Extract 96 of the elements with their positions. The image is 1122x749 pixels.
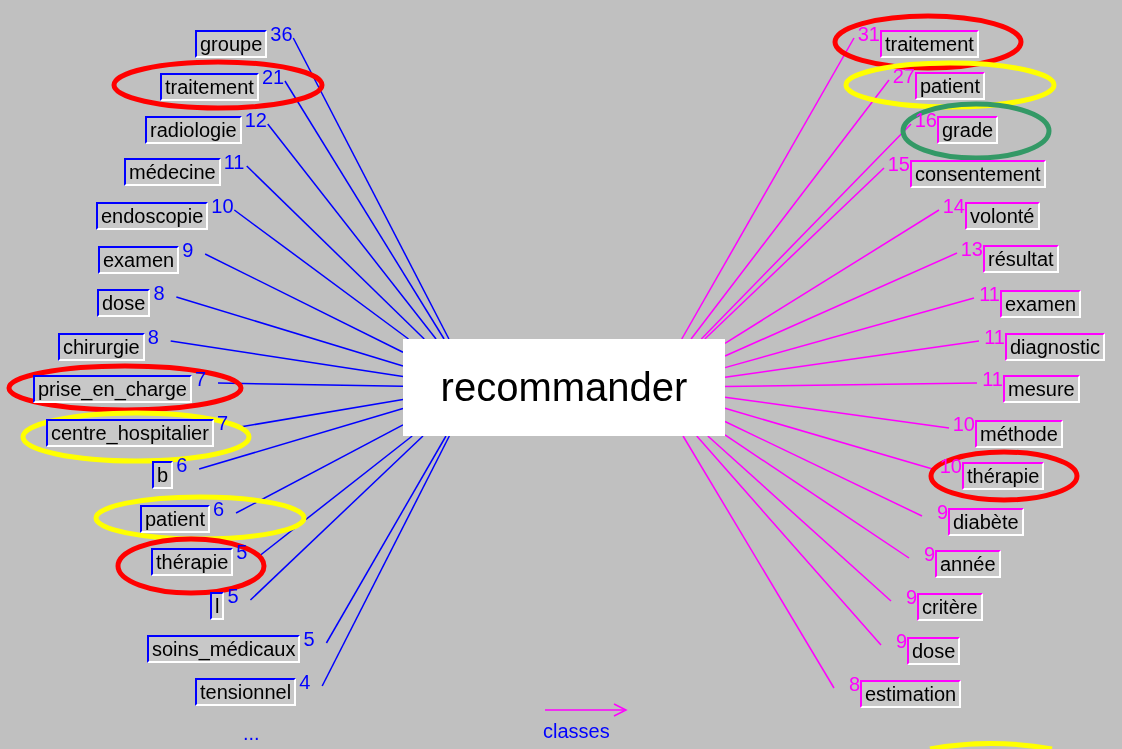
connector-line <box>724 382 978 388</box>
term-label: diagnostic <box>1005 333 1106 361</box>
term-label: tensionnel <box>195 678 297 706</box>
connector-line <box>724 434 910 559</box>
frequency-number: 9 <box>894 631 907 651</box>
term-label: chirurgie <box>58 333 145 361</box>
term-label: groupe <box>195 30 268 58</box>
frequency-number: 10 <box>938 456 962 476</box>
term-label: soins_médicaux <box>147 635 301 663</box>
frequency-number: 9 <box>904 587 917 607</box>
frequency-number: 15 <box>886 154 910 174</box>
connector-line <box>292 37 450 340</box>
frequency-number: 9 <box>181 240 195 260</box>
term-label: volonté <box>965 202 1040 230</box>
connector-line <box>696 435 882 646</box>
term-label: estimation <box>860 680 962 708</box>
connector-line <box>724 209 940 345</box>
term-label: grade <box>937 116 999 144</box>
term-label: critère <box>917 593 983 621</box>
frequency-number: 36 <box>269 24 294 44</box>
connector-line <box>233 209 410 340</box>
connector-line <box>704 167 885 340</box>
term-label: examen <box>1000 290 1082 318</box>
frequency-number: 31 <box>856 24 880 44</box>
frequency-number: 9 <box>922 544 935 564</box>
frequency-number: 7 <box>215 413 229 433</box>
term-label: consentement <box>910 160 1046 188</box>
frequency-number: 11 <box>981 369 1003 389</box>
connector-line <box>267 123 437 340</box>
frequency-number: 8 <box>146 327 160 347</box>
connector-line <box>284 80 445 340</box>
ellipsis-text: ... <box>243 722 260 745</box>
connector-line <box>245 165 425 340</box>
connector-line <box>204 253 404 353</box>
term-label: dose <box>907 637 961 665</box>
term-label: traitement <box>880 30 979 58</box>
connector-line <box>258 435 413 557</box>
term-label: centre_hospitalier <box>46 419 214 447</box>
term-label: l <box>210 592 225 620</box>
term-label: mesure <box>1003 375 1080 403</box>
term-label: année <box>935 550 1001 578</box>
connector-line <box>681 37 855 340</box>
frequency-number: 14 <box>941 196 965 216</box>
frequency-number: 16 <box>913 110 937 130</box>
connector-line <box>325 435 447 644</box>
connector-line <box>235 424 404 514</box>
connector-line <box>724 340 980 379</box>
connector-line <box>724 396 950 429</box>
connector-line <box>217 382 404 387</box>
connector-line <box>724 252 958 357</box>
frequency-number: 11 <box>983 327 1005 347</box>
connector-line <box>175 296 404 367</box>
term-label: diabète <box>948 508 1024 536</box>
connector-line <box>700 123 912 340</box>
frequency-number: 8 <box>152 283 166 303</box>
term-label: examen <box>98 246 180 274</box>
central-term-box: recommander <box>403 339 725 436</box>
connector-line <box>249 435 424 601</box>
frequency-number: 7 <box>194 369 208 389</box>
term-label: b <box>152 461 174 489</box>
term-label: patient <box>915 72 986 100</box>
term-label: prise_en_charge <box>33 375 192 403</box>
term-label: médecine <box>124 158 221 186</box>
frequency-number: 11 <box>222 152 246 172</box>
term-label: thérapie <box>151 548 234 576</box>
frequency-number: 5 <box>226 586 240 606</box>
connector-line <box>321 435 451 687</box>
term-label: dose <box>97 289 151 317</box>
term-label: endoscopie <box>96 202 209 230</box>
connector-line <box>724 420 923 517</box>
term-label: méthode <box>975 420 1063 448</box>
connector-line <box>682 435 835 689</box>
frequency-number: 10 <box>210 196 235 216</box>
term-label: patient <box>140 505 211 533</box>
frequency-number: 27 <box>891 66 915 86</box>
frequency-number: 6 <box>175 455 189 475</box>
frequency-number: 9 <box>935 502 948 522</box>
frequency-number: 10 <box>951 414 975 434</box>
term-label: thérapie <box>962 462 1045 490</box>
frequency-number: 6 <box>212 499 226 519</box>
frequency-number: 4 <box>298 672 312 692</box>
connector-line <box>707 435 892 602</box>
term-label: radiologie <box>145 116 242 144</box>
frequency-number: 21 <box>260 67 285 87</box>
term-label: résultat <box>983 245 1059 273</box>
axis-label: classes <box>543 720 610 743</box>
frequency-number: 5 <box>302 629 316 649</box>
term-label: traitement <box>160 73 259 101</box>
frequency-number: 13 <box>959 239 983 259</box>
connector-line <box>724 297 975 369</box>
connector-line <box>690 79 890 340</box>
connector-line <box>198 407 404 470</box>
frequency-number: 12 <box>243 110 268 130</box>
connector-line <box>169 340 404 378</box>
frequency-number: 8 <box>847 674 860 694</box>
frequency-number: 11 <box>978 284 1000 304</box>
